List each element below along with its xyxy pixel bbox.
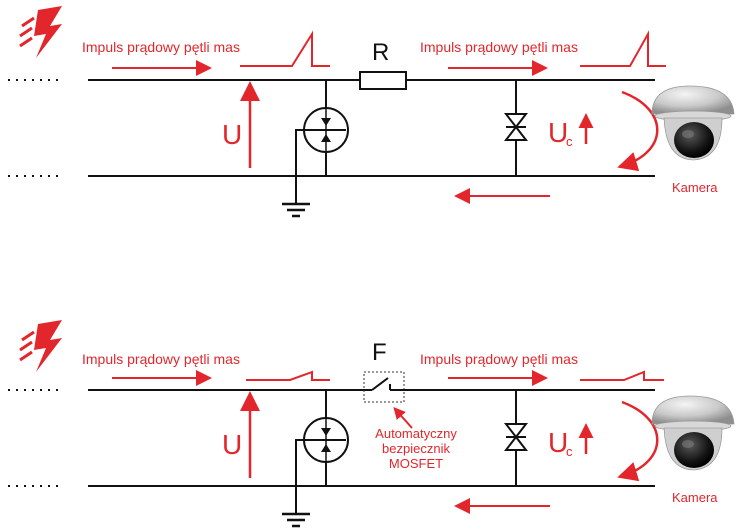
resistor-label: R	[372, 39, 389, 66]
switch-icon	[366, 377, 404, 391]
voltage-label: U	[222, 429, 242, 460]
cutoff-waveform-left	[246, 370, 330, 381]
fuse-box	[363, 371, 405, 403]
fuse-note-line3: MOSFET	[389, 456, 443, 471]
panel-resistor: Impuls prądowy pętli mas Impuls prądowy …	[8, 6, 735, 218]
loop-arrow	[617, 90, 659, 172]
panel-fuse: Impuls prądowy pętli mas Impuls prądowy …	[8, 320, 735, 528]
ground-icon	[282, 202, 310, 218]
uc-label: U	[548, 427, 568, 458]
surge-arrester-icon	[295, 390, 349, 514]
pulse-label-right: Impuls prądowy pętli mas	[420, 351, 578, 367]
ground-icon	[282, 512, 310, 528]
fuse-note-line2: bezpiecznik	[382, 441, 450, 456]
surge-arrester-icon	[295, 80, 349, 204]
pulse-label-left: Impuls prądowy pętli mas	[82, 351, 240, 367]
fuse-note-line1: Automatyczny	[375, 426, 457, 441]
camera-label: Kamera	[672, 180, 718, 195]
pulse-waveform-right	[580, 30, 666, 67]
pulse-label-left: Impuls prądowy pętli mas	[82, 39, 240, 55]
voltage-label: U	[222, 119, 242, 150]
tvs-diode-icon	[503, 80, 529, 176]
cutoff-waveform-right	[580, 370, 664, 381]
uc-subscript: c	[566, 134, 573, 149]
resistor-icon	[359, 71, 407, 90]
camera-icon	[651, 85, 735, 161]
lightning-icon	[19, 320, 62, 372]
fuse-note-arrow	[393, 407, 413, 429]
loop-arrow	[617, 400, 659, 482]
pulse-waveform-left	[240, 30, 330, 67]
uc-label: U	[548, 117, 568, 148]
uc-subscript: c	[566, 444, 573, 459]
camera-icon	[651, 395, 735, 471]
camera-label: Kamera	[672, 490, 718, 505]
tvs-diode-icon	[503, 390, 529, 486]
fuse-label: F	[372, 339, 387, 366]
lightning-icon	[19, 6, 62, 58]
pulse-label-right: Impuls prądowy pętli mas	[420, 39, 578, 55]
